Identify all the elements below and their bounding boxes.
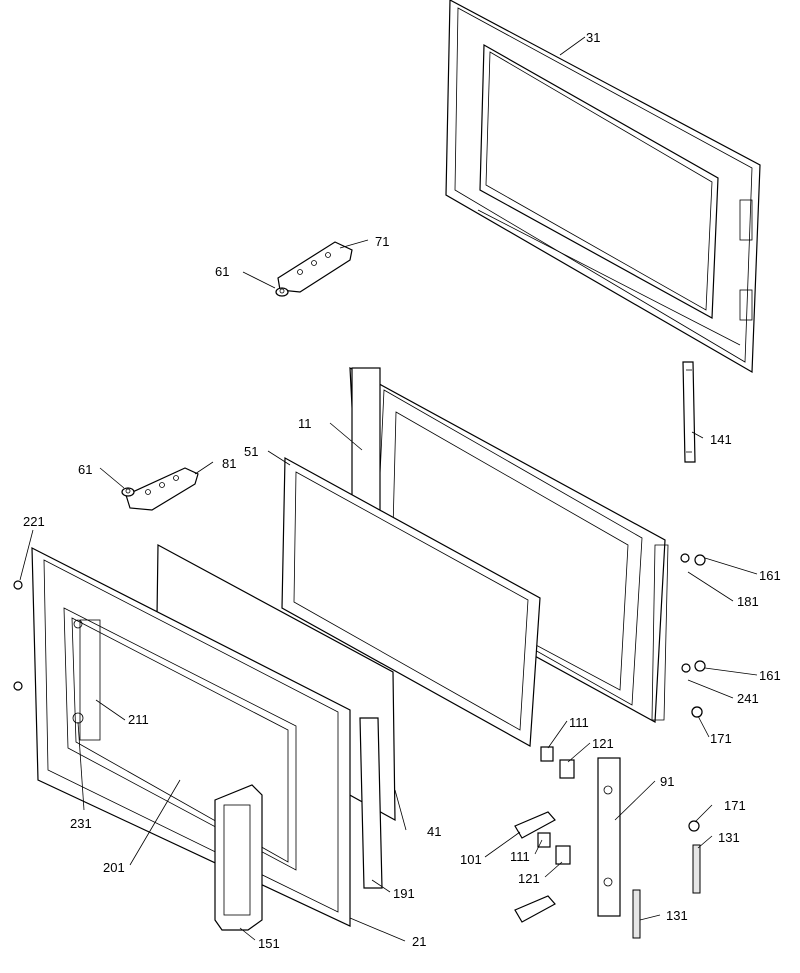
- label-231: 231: [70, 816, 92, 831]
- label-21: 21: [412, 934, 426, 949]
- label-151: 151: [258, 936, 280, 951]
- label-161-upper: 161: [759, 568, 781, 583]
- label-11: 11: [298, 416, 312, 431]
- label-111-upper: 111: [569, 715, 589, 730]
- label-191: 191: [393, 886, 415, 901]
- label-121-lower: 121: [518, 871, 540, 886]
- label-221: 221: [23, 514, 45, 529]
- label-41: 41: [427, 824, 441, 839]
- part-131-springs: [632, 844, 701, 939]
- part-111-121-upper: [540, 746, 575, 779]
- part-51-gasket-frame: [281, 456, 541, 747]
- label-171-lower: 171: [724, 798, 746, 813]
- label-81: 81: [222, 456, 236, 471]
- label-141: 141: [710, 432, 732, 447]
- label-31: 31: [586, 30, 600, 45]
- part-101-latch-arms: [514, 811, 556, 923]
- label-51: 51: [244, 444, 258, 459]
- label-181: 181: [737, 594, 759, 609]
- part-171-screws: [688, 706, 703, 832]
- label-101: 101: [460, 852, 482, 867]
- part-221-screws: [13, 580, 23, 691]
- label-131-upper: 131: [718, 830, 740, 845]
- part-71-hinge-plate: [277, 241, 353, 293]
- leader-lines: [19, 36, 758, 942]
- label-121-upper: 121: [592, 736, 614, 751]
- label-161-lower: 161: [759, 668, 781, 683]
- part-191-strip: [359, 717, 383, 889]
- part-81-bracket: [125, 467, 199, 511]
- label-211: 211: [128, 712, 149, 727]
- part-labels: 31 71 61 11 141 61 81 51 221 161 181 161…: [23, 30, 781, 951]
- part-61-upper-screw: [275, 287, 289, 297]
- label-131-lower: 131: [666, 908, 688, 923]
- label-111-lower: 111: [510, 849, 530, 864]
- label-91: 91: [660, 774, 674, 789]
- part-61-lower-screw: [121, 487, 135, 497]
- label-171-upper: 171: [710, 731, 732, 746]
- label-61-upper: 61: [215, 264, 229, 279]
- part-91-hinge-bar: [597, 757, 621, 917]
- label-61-lower: 61: [78, 462, 92, 477]
- part-161-181-hardware: [680, 553, 706, 718]
- part-141-strip: [682, 361, 696, 463]
- part-31-inner-panel: [445, 0, 761, 374]
- label-71: 71: [375, 234, 389, 249]
- label-241: 241: [737, 691, 759, 706]
- part-111-121-lower: [537, 832, 571, 865]
- part-151-handle: [214, 784, 263, 931]
- label-201: 201: [103, 860, 125, 875]
- part-21-front-door: [31, 547, 351, 927]
